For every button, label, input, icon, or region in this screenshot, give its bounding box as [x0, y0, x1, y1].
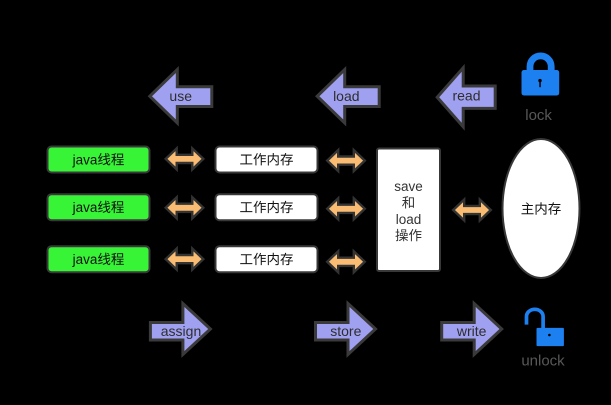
svg-text:load: load	[396, 212, 422, 227]
svg-text:use: use	[169, 88, 192, 104]
svg-text:java: java	[72, 200, 98, 215]
svg-text:store: store	[330, 323, 361, 339]
svg-text:assign: assign	[161, 323, 201, 339]
svg-text:lock: lock	[525, 107, 552, 124]
svg-text:load: load	[333, 88, 359, 104]
svg-text:read: read	[452, 88, 480, 104]
svg-text:java: java	[72, 152, 98, 167]
svg-text:save: save	[394, 179, 423, 194]
svg-text:java: java	[72, 252, 98, 267]
svg-text:write: write	[456, 323, 487, 339]
svg-text:unlock: unlock	[521, 353, 565, 370]
